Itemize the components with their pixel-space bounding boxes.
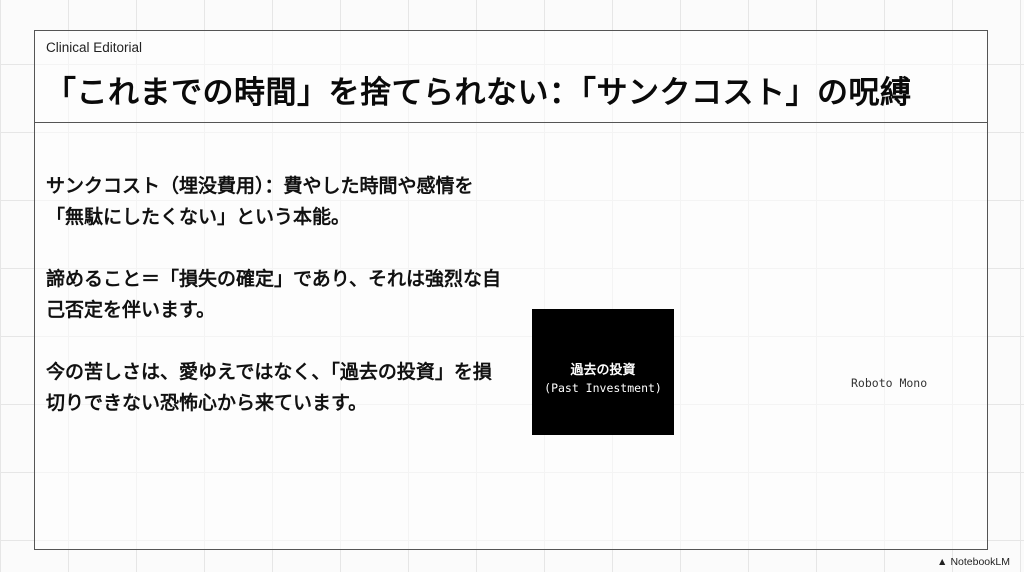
feather-pan-label: Roboto Mono	[851, 376, 928, 390]
notebooklm-logo-icon: ▲	[937, 556, 948, 568]
brand-name: NotebookLM	[950, 556, 1010, 568]
paragraph-3: 今の苦しさは、愛ゆえではなく、「過去の投資」を損切りできない恐怖心から来ています…	[46, 361, 492, 414]
slide-header: Clinical Editorial 「これまでの時間」を捨てられない：「サンク…	[35, 31, 987, 123]
slide-frame: Clinical Editorial 「これまでの時間」を捨てられない：「サンク…	[34, 30, 988, 550]
paragraph-1: サンクコスト（埋没費用）：費やした時間や感情を「無駄にしたくない」という本能。	[46, 175, 474, 228]
past-investment-label-en: (Past Investment)	[544, 381, 662, 395]
brand-footer: ▲ NotebookLM	[937, 556, 1010, 568]
slide-title: 「これまでの時間」を捨てられない：「サンクコスト」の呪縛	[45, 75, 912, 111]
paragraph-2: 諦めること＝「損失の確定」であり、それは強烈な自己否定を伴います。	[46, 268, 502, 321]
past-investment-label-jp: 過去の投資	[570, 363, 636, 378]
past-investment-block: 過去の投資 (Past Investment)	[532, 309, 674, 435]
kicker-label: Clinical Editorial	[46, 40, 143, 55]
body-text: サンクコスト（埋没費用）：費やした時間や感情を「無駄にしたくない」という本能。 …	[46, 171, 506, 450]
